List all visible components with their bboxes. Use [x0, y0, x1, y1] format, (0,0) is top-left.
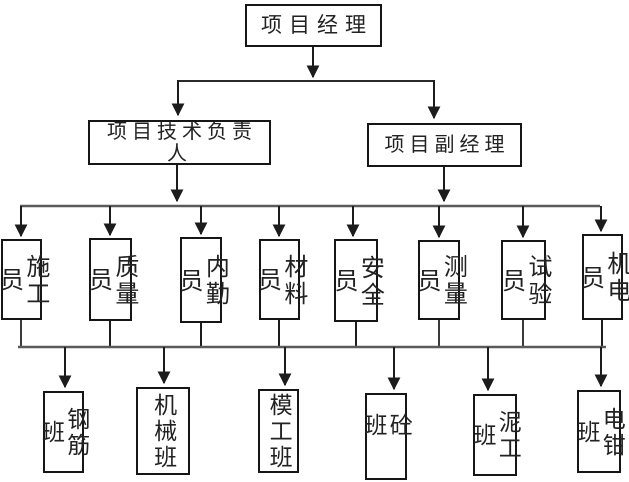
node-deputy-project-manager: 项目副经理 — [367, 123, 522, 167]
node-rebar-team: 钢筋班 — [39, 391, 89, 473]
node-technical-director: 项目技术负责人 — [88, 120, 271, 165]
node-office-clerk: 内勤员 — [175, 237, 227, 323]
node-materials-officer: 材料员 — [254, 239, 306, 320]
node-formwork-team: 模工班 — [258, 389, 299, 473]
node-machinery-team: 机械班 — [136, 387, 190, 475]
node-electromechanical-officer: 机电员 — [577, 234, 629, 320]
node-mason-team: 泥工班 — [470, 394, 520, 476]
node-tester: 试验员 — [498, 240, 550, 320]
node-concrete-team: 砼班 — [361, 393, 411, 480]
node-safety-officer: 安全员 — [330, 239, 382, 322]
node-quality-officer: 质量员 — [85, 238, 137, 321]
node-construction-worker: 施工员 — [0, 239, 48, 320]
node-surveyor: 测量员 — [413, 240, 465, 320]
node-project-manager: 项目经理 — [245, 4, 382, 47]
node-electrician-team: 电钳班 — [574, 390, 624, 473]
